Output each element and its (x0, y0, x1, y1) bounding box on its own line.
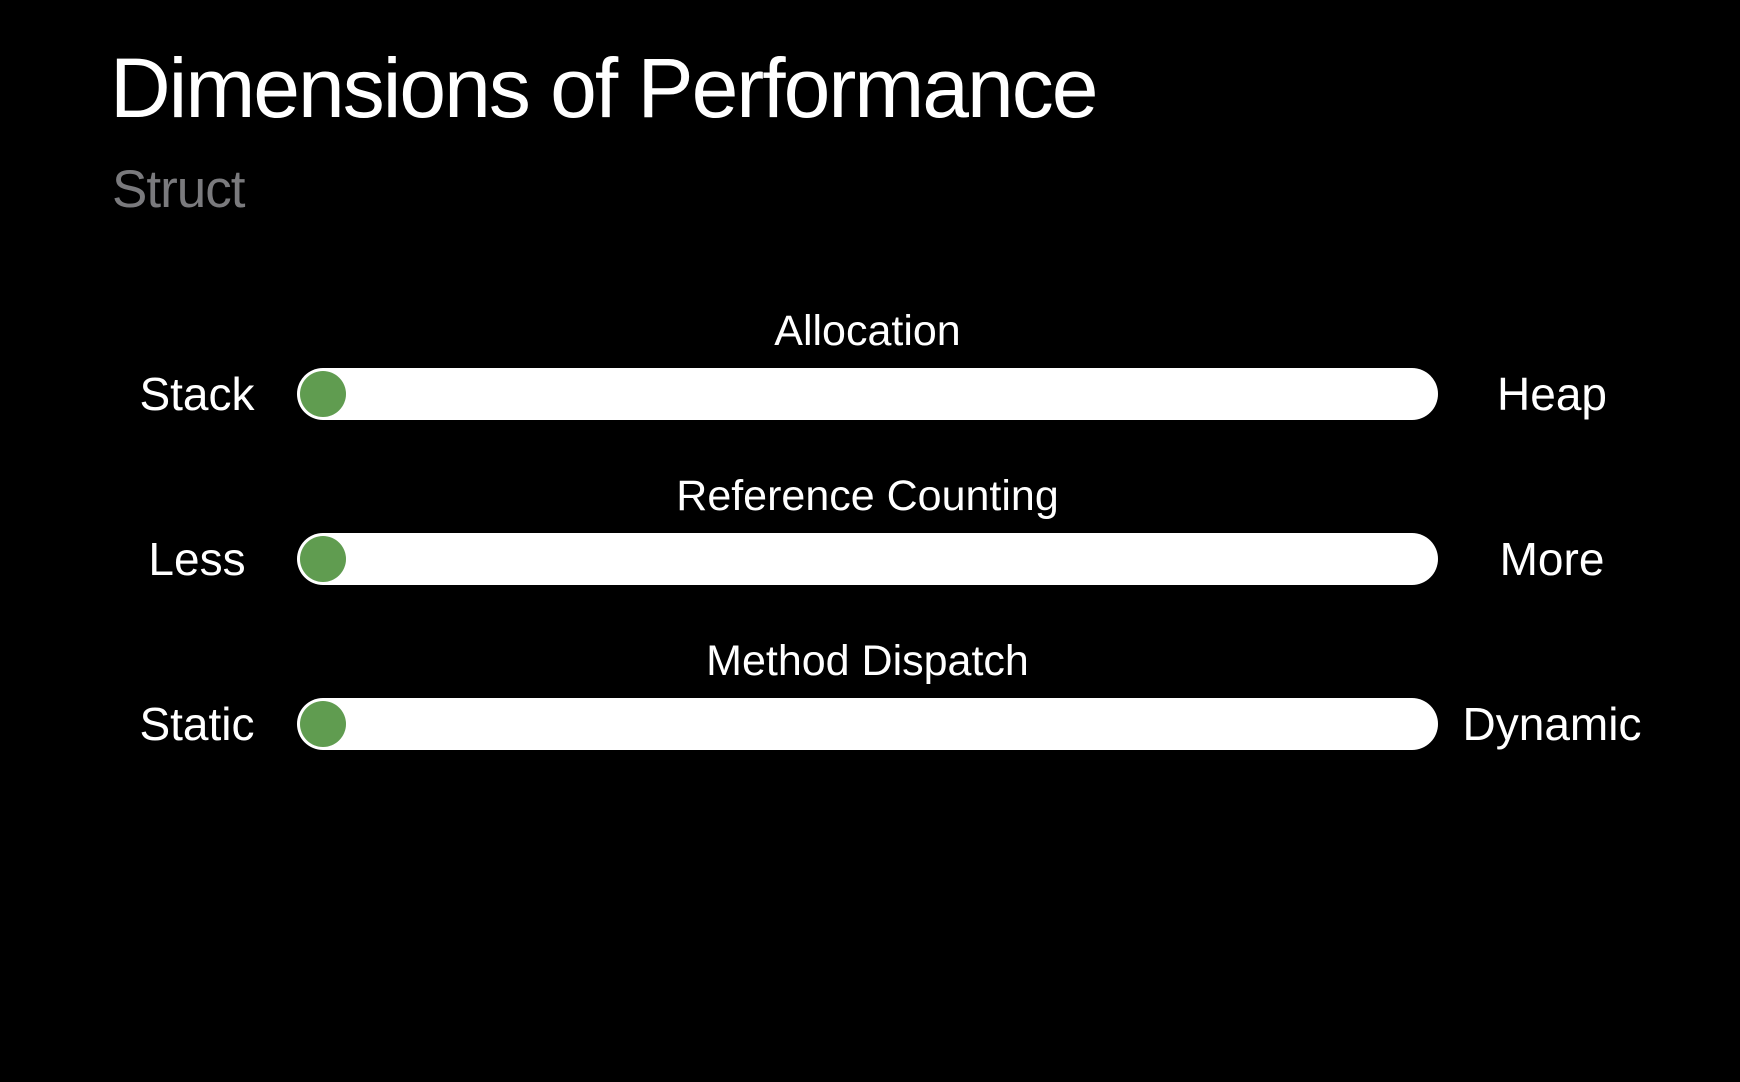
page-title: Dimensions of Performance (110, 41, 1098, 135)
reference-counting-slider-track[interactable] (297, 533, 1438, 585)
slider-title-reference-counting: Reference Counting (676, 472, 1059, 520)
slider-title-allocation: Allocation (774, 307, 961, 355)
slide-subtitle: Struct (112, 160, 245, 219)
reference-counting-slider-knob[interactable] (300, 536, 346, 582)
slider-min-label: Less (148, 533, 246, 585)
slider-title-method-dispatch: Method Dispatch (706, 637, 1029, 685)
method-dispatch-slider-track[interactable] (297, 698, 1438, 750)
allocation-slider-track[interactable] (297, 368, 1438, 420)
slider-max-label: More (1499, 533, 1605, 585)
method-dispatch-slider-knob[interactable] (300, 701, 346, 747)
slider-min-label: Static (139, 698, 255, 750)
slider-min-label: Stack (139, 368, 255, 420)
slider-group-reference-counting: Reference Counting Less More (0, 475, 1740, 591)
slider-max-label: Heap (1497, 368, 1607, 420)
slider-group-method-dispatch: Method Dispatch Static Dynamic (0, 640, 1740, 756)
slider-group-allocation: Allocation Stack Heap (0, 310, 1740, 426)
slider-max-label: Dynamic (1462, 698, 1642, 750)
allocation-slider-knob[interactable] (300, 371, 346, 417)
